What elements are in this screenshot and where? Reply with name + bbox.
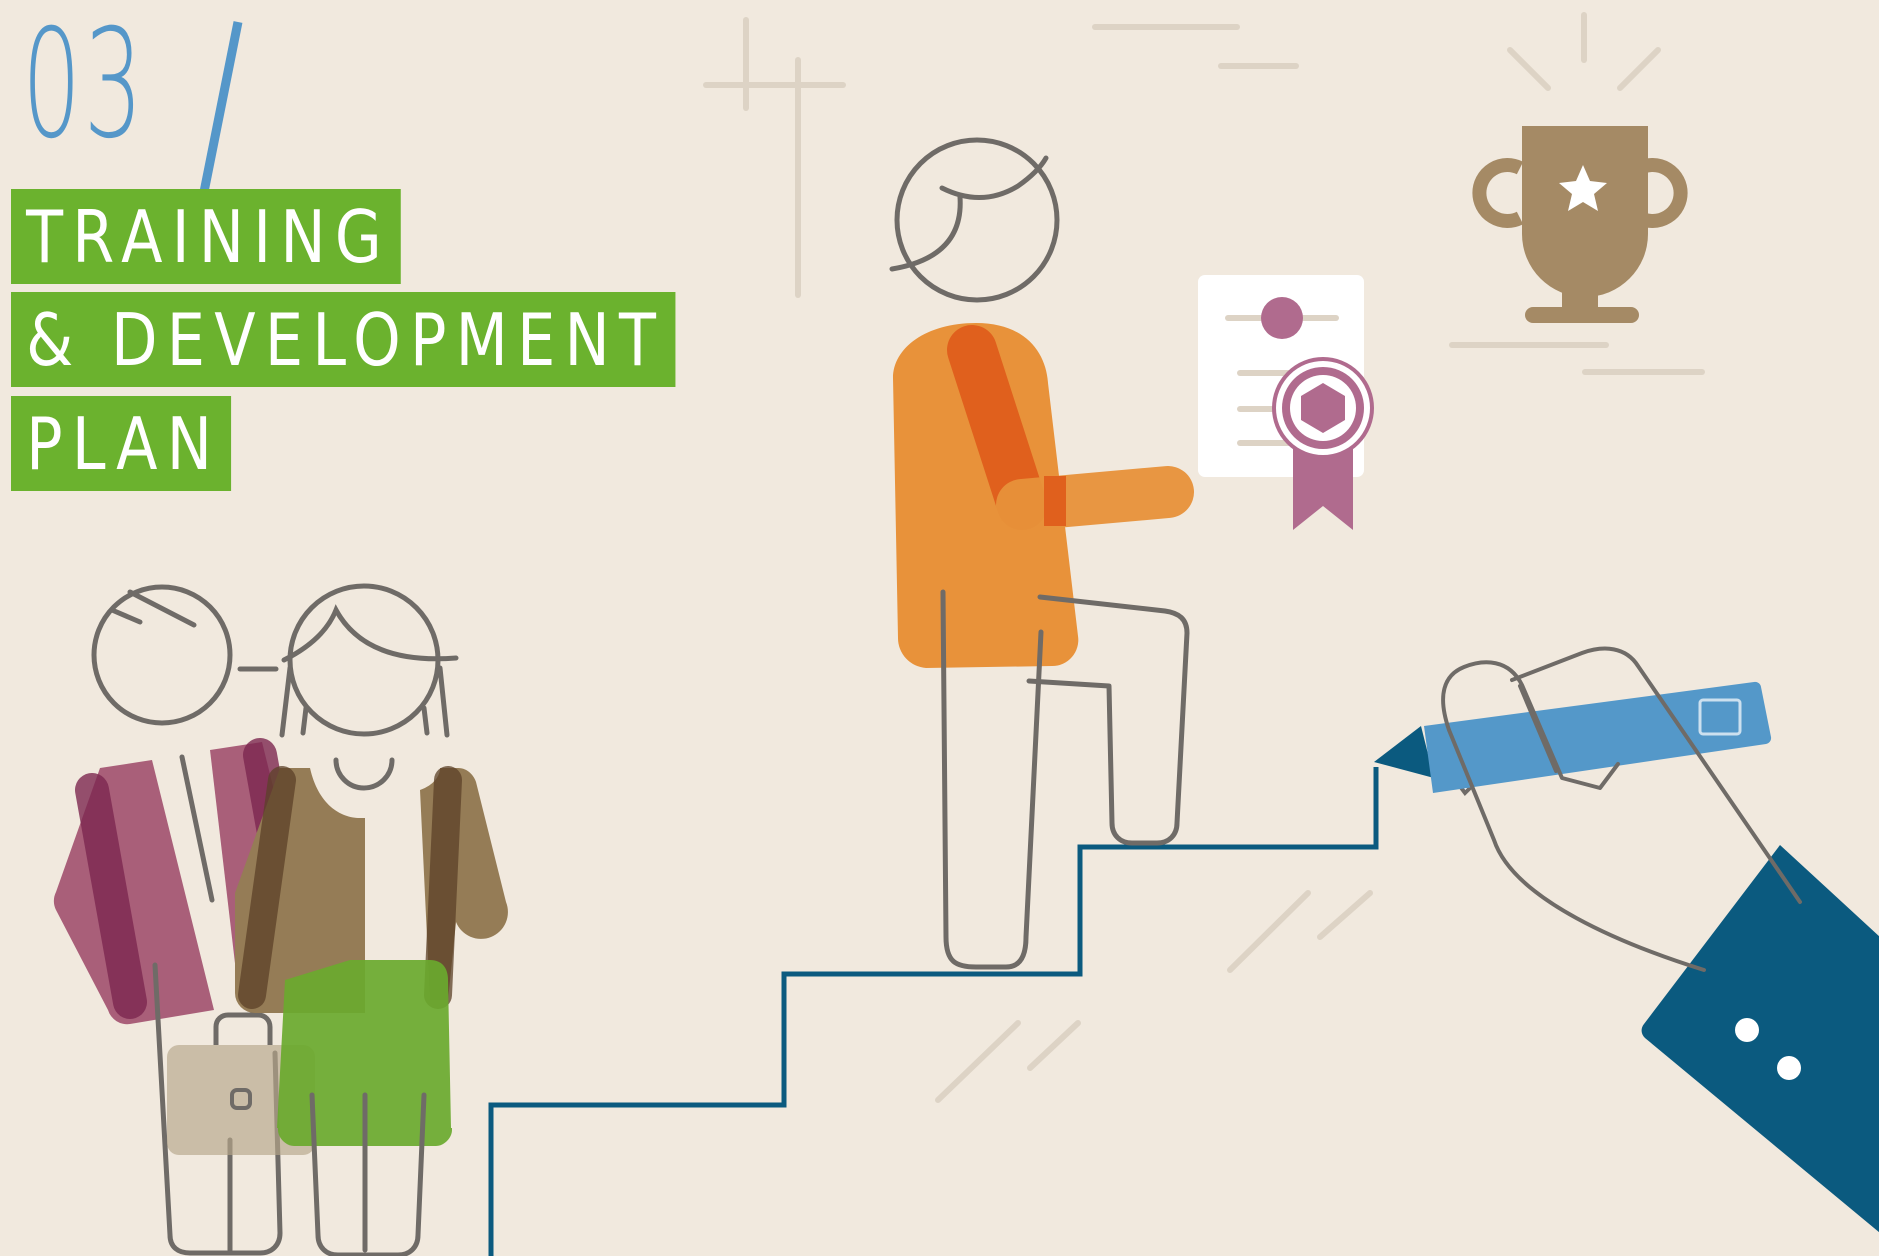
- stairs-icon: [488, 767, 1379, 1256]
- trophy-icon: [1472, 126, 1688, 323]
- title-line-1: TRAINING: [11, 189, 402, 284]
- section-number: 03: [22, 0, 146, 172]
- climbing-person: [889, 137, 1194, 970]
- decorative-lines: [703, 12, 1705, 1103]
- woman-figure: [235, 583, 508, 1256]
- section-slash: [199, 21, 243, 193]
- title-line-2: & DEVELOPMENT: [11, 292, 676, 387]
- hand-with-pen: [1374, 646, 1879, 1233]
- certificate-icon: [1198, 275, 1374, 530]
- title-line-3: PLAN: [11, 396, 232, 491]
